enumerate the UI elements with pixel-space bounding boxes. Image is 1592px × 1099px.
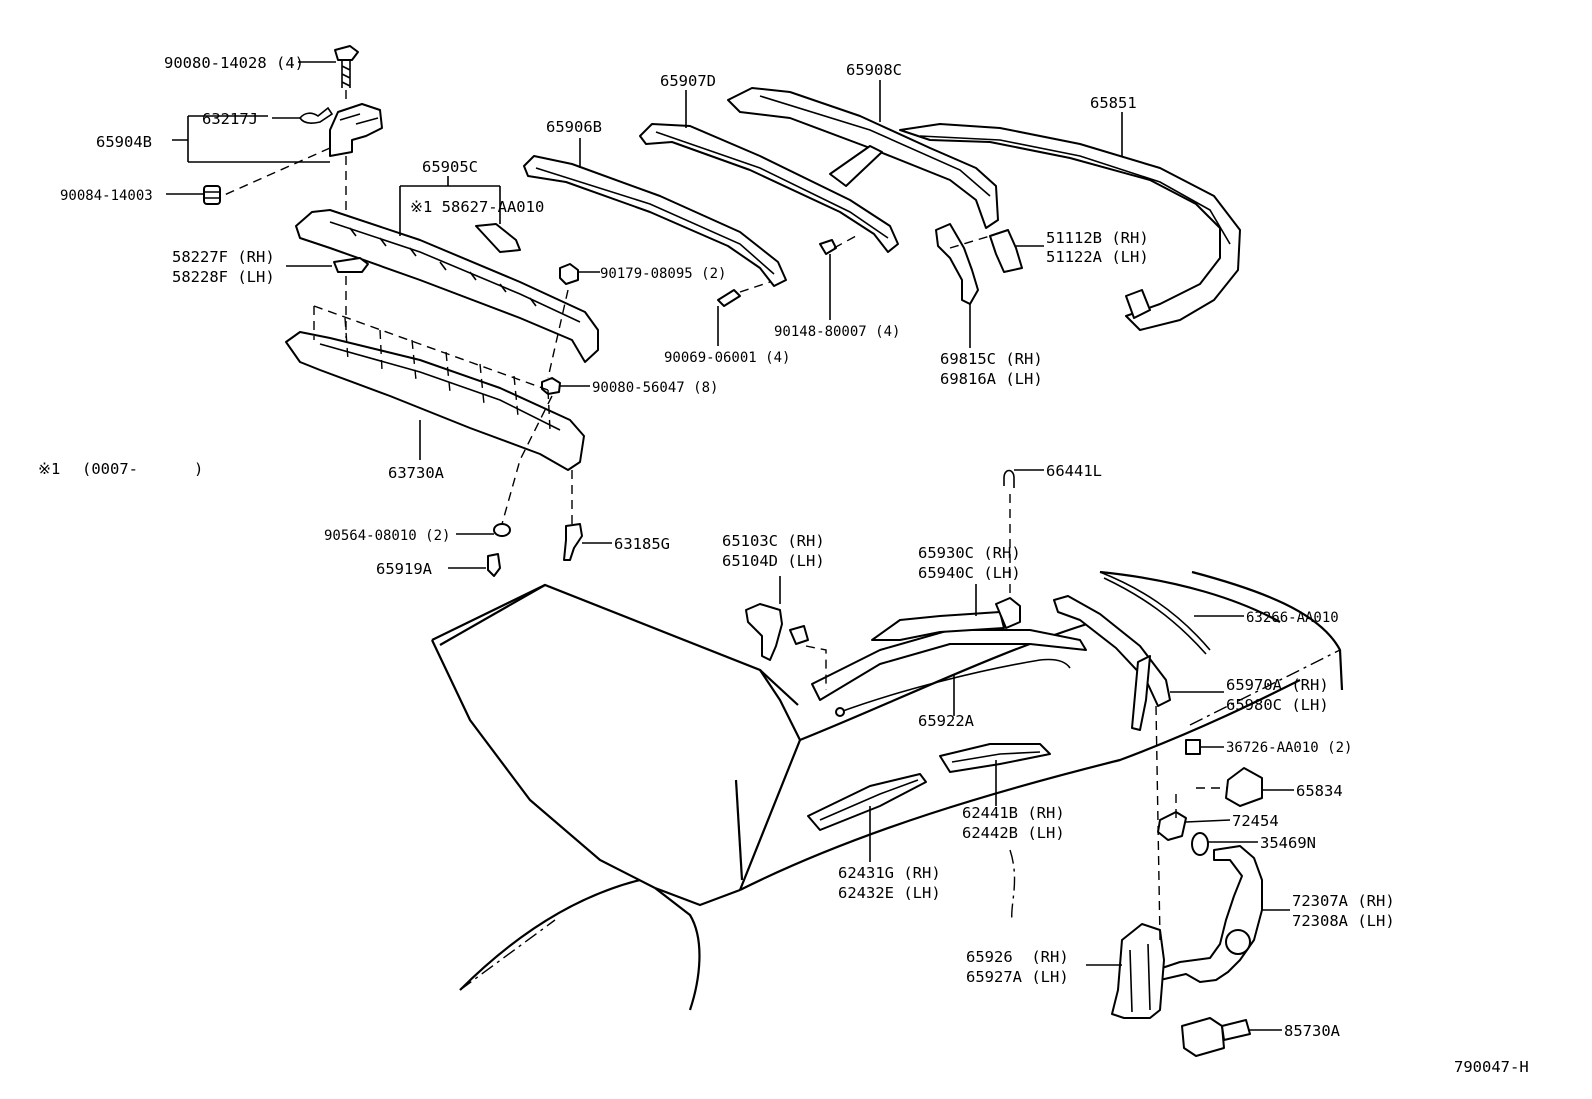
nut-90179 — [559, 263, 579, 285]
grommet-65919A — [487, 553, 501, 577]
bow-65907D — [639, 123, 899, 253]
bracket-63185G — [563, 523, 583, 561]
clip-36726 — [1185, 739, 1201, 755]
spring-clip — [299, 106, 334, 124]
callout-90080-14028: 90080-14028 (4) — [164, 54, 304, 72]
bracket-69815C — [935, 223, 979, 305]
callout-62431G: 62431G (RH) — [838, 864, 941, 882]
arm-65970A — [1053, 595, 1171, 731]
pin-90069 — [717, 289, 741, 307]
gear-bracket-72307A — [1155, 845, 1263, 983]
main-rail-65930C — [811, 597, 1087, 701]
callout-65851: 65851 — [1090, 94, 1137, 112]
callout-72308A: 72308A (LH) — [1292, 912, 1395, 930]
bracket-51112B — [989, 229, 1023, 273]
callout-90148-80007: 90148-80007 (4) — [774, 324, 900, 340]
callout-65907D: 65907D — [660, 72, 716, 90]
callout-65970A: 65970A (RH) — [1226, 676, 1329, 694]
washer-35469N — [1191, 832, 1209, 856]
callout-65904B: 65904B — [96, 133, 152, 151]
callout-65906B: 65906B — [546, 118, 602, 136]
callout-69816A: 69816A (LH) — [940, 370, 1043, 388]
callout-65919A: 65919A — [376, 560, 433, 578]
callout-66441L: 66441L — [1046, 462, 1102, 480]
callout-65927A: 65927A (LH) — [966, 968, 1069, 986]
callout-62442B: 62442B (LH) — [962, 824, 1065, 842]
callout-65103C: 65103C (RH) — [722, 532, 825, 550]
callout-63185G: 63185G — [614, 535, 670, 553]
lower-panel-63730A — [285, 305, 585, 471]
panel-clip-58627 — [475, 223, 521, 253]
callout-51122A: 51122A (LH) — [1046, 248, 1149, 266]
callout-90564-08010: 90564-08010 (2) — [324, 528, 450, 544]
note-mark: ※1 — [38, 460, 60, 478]
callout-58227F: 58227F (RH) — [172, 248, 275, 266]
callout-62441B: 62441B (RH) — [962, 804, 1065, 822]
callout-90080-56047: 90080-56047 (8) — [592, 380, 718, 396]
plate-72454 — [1157, 811, 1187, 841]
callout-65922A: 65922A — [918, 712, 975, 730]
callout-85730A: 85730A — [1284, 1022, 1341, 1040]
callout-35469N: 35469N — [1260, 834, 1316, 852]
cover-65834 — [1225, 767, 1263, 807]
callout-65980C: 65980C (LH) — [1226, 696, 1329, 714]
rubber-cushion — [203, 185, 221, 205]
callout-51112B: 51112B (RH) — [1046, 229, 1149, 247]
link-bracket-65103C — [745, 603, 809, 661]
callout-90084-14003: 90084-14003 — [60, 188, 153, 204]
callout-65908C: 65908C — [846, 61, 902, 79]
nut-90080-56047 — [541, 377, 561, 395]
hinge-bracket — [329, 103, 383, 157]
callout-36726-AA010: 36726-AA010 (2) — [1226, 740, 1352, 756]
callout-72307A: 72307A (RH) — [1292, 892, 1395, 910]
callout-63266-AA010: 63266-AA010 — [1246, 610, 1339, 626]
callout-65926: 65926 (RH) — [966, 948, 1069, 966]
bow-65906B — [523, 155, 787, 287]
rear-bow-65851 — [899, 123, 1241, 331]
callout-65104D: 65104D (LH) — [722, 552, 825, 570]
hinge-bolt — [334, 45, 359, 88]
callout-63730A: 63730A — [388, 464, 445, 482]
callout-69815C: 69815C (RH) — [940, 350, 1043, 368]
callout-65940C: 65940C (LH) — [918, 564, 1021, 582]
leader-lines — [166, 61, 1294, 1031]
callout-65905C: 65905C — [422, 158, 478, 176]
callout-90069-06001: 90069-06001 (4) — [664, 350, 790, 366]
callout-63217J: 63217J — [202, 110, 258, 128]
bolt-90148 — [819, 239, 837, 255]
washer-90564 — [493, 523, 511, 537]
callout-72454: 72454 — [1232, 812, 1279, 830]
clip-66441L — [1003, 469, 1015, 488]
callout-62432E: 62432E (LH) — [838, 884, 941, 902]
cable-65922A — [835, 658, 1071, 717]
weatherstrip-63266 — [1099, 571, 1211, 655]
callout-90179-08095: 90179-08095 (2) — [600, 266, 726, 282]
bow-65908C — [727, 87, 999, 229]
drawing-id: 790047-H — [1454, 1058, 1529, 1076]
callout-65834: 65834 — [1296, 782, 1343, 800]
callout-58228F: 58228F (LH) — [172, 268, 275, 286]
panel-bracket-58227 — [333, 257, 369, 273]
note-range: (0007- ) — [82, 460, 203, 478]
callout-58627-AA010: ※1 58627-AA010 — [410, 198, 544, 216]
car-body-outline — [431, 570, 1344, 1011]
trim-62441B — [939, 743, 1051, 773]
front-header-panel — [295, 209, 599, 363]
base-bracket-65926 — [1111, 923, 1165, 1019]
stopper-85730A — [1181, 1017, 1251, 1057]
trim-62431G — [807, 773, 927, 831]
callout-65930C: 65930C (RH) — [918, 544, 1021, 562]
